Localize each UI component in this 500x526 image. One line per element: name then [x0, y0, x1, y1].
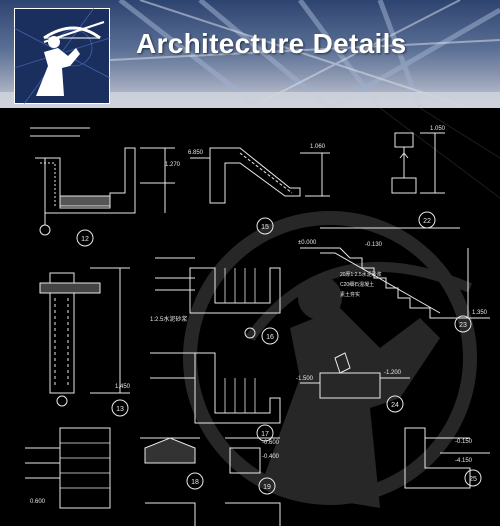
- detail-12: [30, 127, 175, 236]
- dim-label: -4.150: [455, 458, 473, 464]
- dim-label: 1.450: [115, 384, 131, 390]
- detail-23: [300, 227, 490, 319]
- dim-label: -1.500: [296, 376, 314, 382]
- dim-label: 1.050: [430, 126, 446, 132]
- detail-18: [140, 437, 200, 526]
- detail-15: [190, 147, 330, 204]
- dim-label: -0.150: [455, 439, 473, 445]
- note-label: 1:2.5水泥砂浆: [150, 315, 187, 323]
- detail-number: 19: [263, 484, 271, 491]
- dim-label: 6.850: [188, 150, 204, 156]
- dim-label: 0.600: [30, 499, 46, 505]
- detail-number-circle: [111, 399, 129, 417]
- cad-drawing-area: 1.270 1.060 6.850 1.050: [0, 107, 500, 526]
- detail-number-circle: [256, 424, 274, 442]
- detail-number: 12: [81, 236, 89, 243]
- dim-label: 1.060: [310, 144, 326, 150]
- detail-13: [39, 267, 130, 407]
- detail-number: 16: [266, 334, 274, 341]
- detail-number-circle: [258, 477, 276, 495]
- steel-structure-background: [0, 0, 500, 108]
- detail-number: 17: [261, 431, 269, 438]
- dim-label: ±0.000: [298, 240, 317, 246]
- detail-25: [404, 427, 490, 489]
- detail-number: 18: [191, 479, 199, 486]
- page-title: Architecture Details: [136, 28, 407, 59]
- detail-number-circle: [256, 217, 274, 235]
- dim-label: 1.350: [472, 310, 488, 316]
- detail-number-circle: [386, 395, 404, 413]
- detail-number-circle: [186, 472, 204, 490]
- note-label: 素土夯实: [340, 291, 360, 298]
- detail-number-circle: [464, 469, 482, 487]
- detail-number: 15: [261, 224, 269, 231]
- note-label: 20厚1:2.5水泥砂浆: [340, 271, 382, 278]
- detail-number: 22: [423, 218, 431, 225]
- detail-number-circle: [261, 327, 279, 345]
- detail-22: [391, 132, 445, 194]
- dim-label: -0.130: [365, 242, 383, 248]
- architecture-details-drawing: 1.270 1.060 6.850 1.050: [25, 107, 500, 526]
- detail-number: 25: [469, 476, 477, 483]
- note-label: C20细石混凝土: [340, 281, 374, 288]
- dim-label: 1.270: [165, 162, 181, 168]
- detail-number-circle: [76, 229, 94, 247]
- detail-number: 13: [116, 406, 124, 413]
- header-banner: Architecture Details: [0, 0, 500, 108]
- detail-24: [300, 352, 410, 399]
- dim-label: -0.600: [262, 440, 280, 446]
- detail-17: [150, 352, 281, 424]
- detail-number-circle: [454, 315, 472, 333]
- dim-label: -1.200: [384, 370, 402, 376]
- detail-bottom-left: [25, 427, 111, 509]
- detail-16: [155, 257, 281, 339]
- archer-watermark: [183, 211, 477, 508]
- detail-number: 24: [391, 402, 399, 409]
- dim-label: -0.400: [262, 454, 280, 460]
- detail-number: 23: [459, 322, 467, 329]
- archer-logo-icon: [13, 7, 111, 105]
- detail-number-circle: [418, 211, 436, 229]
